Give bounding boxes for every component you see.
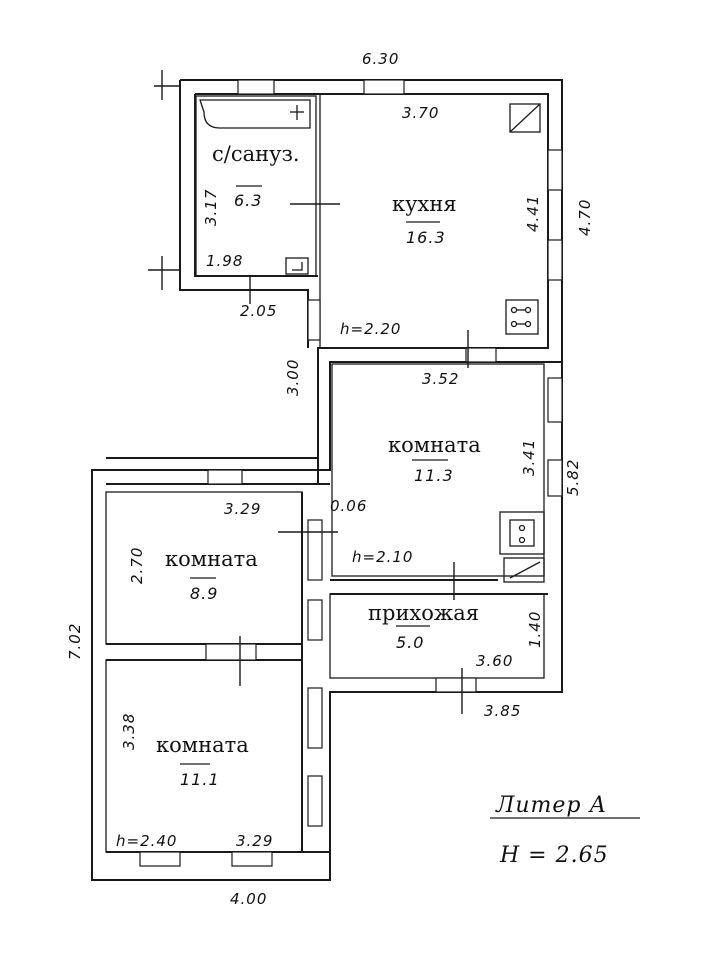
stove-icon xyxy=(505,299,539,335)
dim-room-c-depth: 3.38 xyxy=(120,713,138,750)
dim-top-overall: 6.30 xyxy=(362,50,399,68)
dim-right-lower: 5.82 xyxy=(564,459,582,496)
dim-kitchen-height: h=2.20 xyxy=(340,320,401,338)
dim-room-c-height: h=2.40 xyxy=(116,832,177,850)
dim-bath-width: 1.98 xyxy=(206,252,243,270)
hall-outline xyxy=(329,579,548,679)
room-b-name: комната xyxy=(165,547,258,571)
dim-passage: 3.00 xyxy=(284,359,302,396)
left-rooms-outline xyxy=(105,483,330,853)
kitchen-room-name: кухня xyxy=(392,192,457,216)
liter-label: Литер А xyxy=(495,793,607,818)
outer-walls xyxy=(91,79,563,881)
dim-kitchen-width: 3.70 xyxy=(402,104,439,122)
dim-hall-depth: 1.40 xyxy=(526,611,544,648)
boiler-icon xyxy=(503,557,545,583)
dim-wall-gap: 0.06 xyxy=(330,497,367,515)
area-underlines xyxy=(180,185,640,819)
dim-bottom-right: 3.85 xyxy=(484,702,521,720)
height-label: Н = 2.65 xyxy=(499,843,609,868)
room-c-area: 11.1 xyxy=(180,770,220,789)
bath-room-name: с/сануз. xyxy=(212,142,300,166)
dim-bottom-overall: 4.00 xyxy=(230,890,267,908)
room-a-name: комната xyxy=(388,433,481,457)
dim-kitchen-depth: 4.41 xyxy=(524,195,542,232)
dim-room-a-height: h=2.10 xyxy=(352,548,413,566)
hall-room-name: прихожая xyxy=(368,601,479,625)
dim-bath-depth: 3.17 xyxy=(202,189,220,226)
tick-marks xyxy=(148,70,469,714)
dim-room-a-depth: 3.41 xyxy=(520,439,538,476)
room-b-area: 8.9 xyxy=(190,584,218,603)
dim-room-b-width: 3.29 xyxy=(224,500,261,518)
dim-hall-width: 3.60 xyxy=(476,652,513,670)
dim-room-b-depth: 2.70 xyxy=(128,547,146,584)
dim-left-overall: 7.02 xyxy=(66,623,84,660)
dim-room-a-width: 3.52 xyxy=(422,370,459,388)
hall-room-area: 5.0 xyxy=(396,633,424,652)
room-a-area: 11.3 xyxy=(414,466,454,485)
heater-icon xyxy=(499,511,545,555)
bathtub-icon xyxy=(199,99,311,129)
windows xyxy=(139,79,563,867)
kitchen-room-area: 16.3 xyxy=(406,228,446,247)
chimney-icon xyxy=(509,103,541,133)
dim-bath-outer: 2.05 xyxy=(240,302,277,320)
bath-room-area: 6.3 xyxy=(234,191,262,210)
dim-right-upper: 4.70 xyxy=(576,199,594,236)
dim-room-c-width: 3.29 xyxy=(236,832,273,850)
toilet-icon xyxy=(285,257,309,275)
kitchen-outline xyxy=(195,93,549,349)
room-c-name: комната xyxy=(156,733,249,757)
